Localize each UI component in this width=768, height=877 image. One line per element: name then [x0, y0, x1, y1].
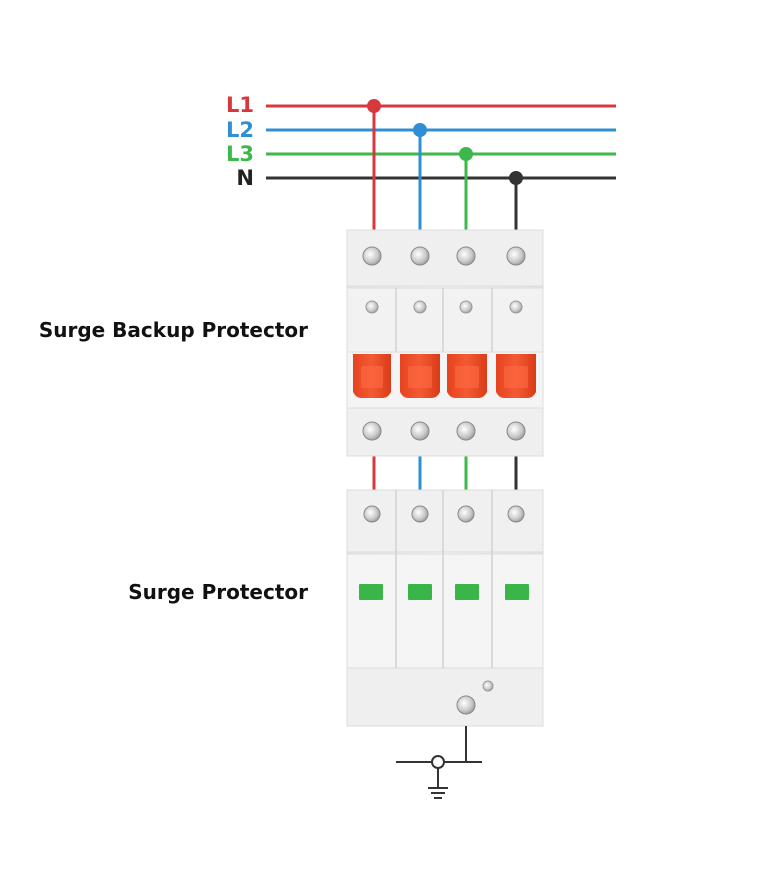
breaker-lever-4[interactable] [496, 354, 536, 398]
surge-backup-protector-label: Surge Backup Protector [38, 318, 308, 342]
status-indicator-2 [408, 584, 432, 600]
status-indicator-4 [505, 584, 529, 600]
screw-icon [363, 505, 381, 523]
screw-icon [507, 505, 525, 523]
screw-icon [459, 300, 473, 314]
junction-dot-l3 [459, 147, 473, 161]
screw-icon [457, 505, 475, 523]
screw-icon [410, 246, 430, 266]
screw-icon [456, 695, 476, 715]
screw-icon [413, 300, 427, 314]
screw-icon [506, 246, 526, 266]
screw-icon [410, 421, 430, 441]
breaker-lever-1[interactable] [353, 354, 391, 398]
junction-dot-l2 [413, 123, 427, 137]
ground-icon [396, 726, 482, 799]
screw-icon [456, 421, 476, 441]
breaker-lever-2[interactable] [400, 354, 440, 398]
screw-icon [411, 505, 429, 523]
phase-label-l3: L3 [226, 142, 254, 166]
junction-dot-l1 [367, 99, 381, 113]
screw-icon [362, 246, 382, 266]
screw-icon [456, 246, 476, 266]
screw-icon [362, 421, 382, 441]
status-indicator-1 [359, 584, 383, 600]
phase-label-l1: L1 [226, 93, 254, 117]
status-indicator-3 [455, 584, 479, 600]
surge-backup-protector [346, 229, 544, 457]
surge-protector [346, 489, 544, 727]
phase-label-n: N [236, 166, 254, 190]
screw-icon [365, 300, 379, 314]
surge-protector-label: Surge Protector [128, 580, 308, 604]
screw-icon [506, 421, 526, 441]
breaker-lever-3[interactable] [447, 354, 487, 398]
screw-icon [482, 680, 494, 692]
junction-dot-n [509, 171, 523, 185]
phase-label-l2: L2 [226, 118, 254, 142]
screw-icon [509, 300, 523, 314]
